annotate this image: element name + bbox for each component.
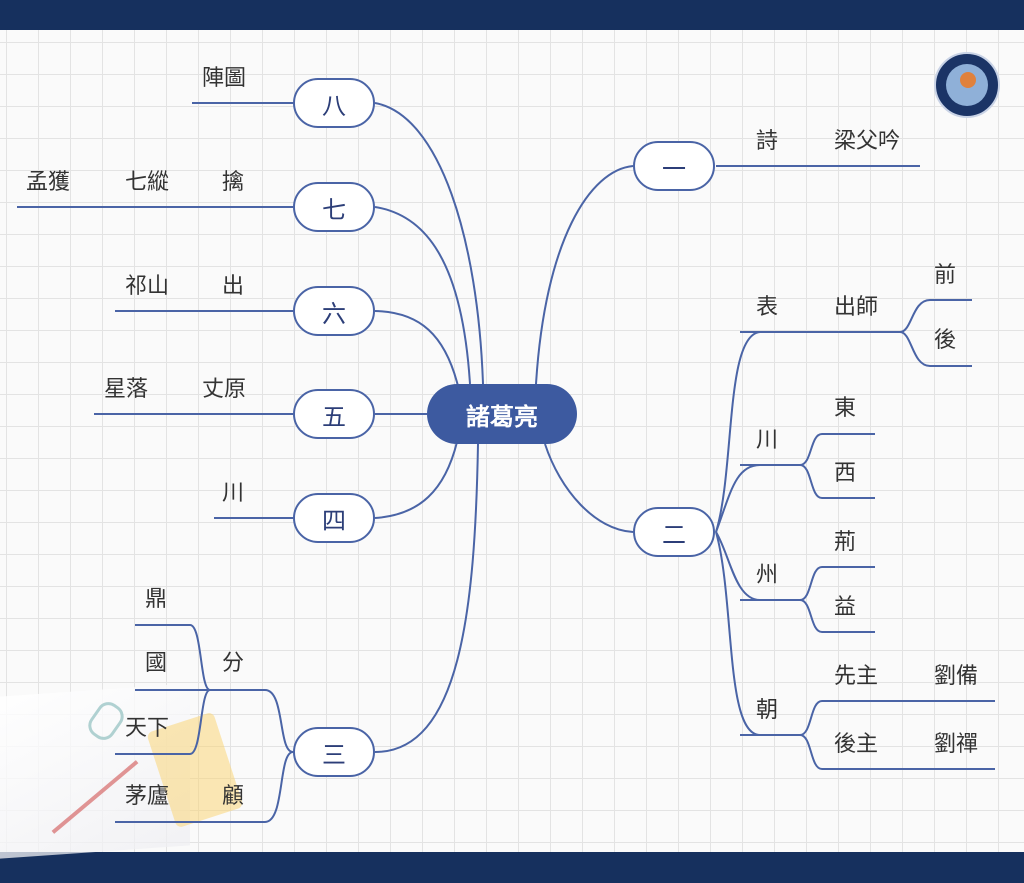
label-second-lord: 後主	[834, 732, 879, 757]
label-liangfuyin: 梁父吟	[834, 129, 901, 154]
node-two: 二	[633, 507, 715, 557]
node-one: 一	[633, 141, 715, 191]
line-east	[799, 433, 875, 466]
branch-zhou	[715, 531, 761, 601]
line-tianxia	[115, 689, 211, 755]
label-zhentu: 陣圖	[202, 66, 247, 91]
connector-seven	[374, 206, 471, 385]
label-poem: 詩	[756, 129, 779, 154]
node-six: 六	[293, 286, 375, 336]
logo-seal	[934, 52, 1000, 118]
label-liu-bei: 劉備	[934, 664, 979, 689]
label-menghuo: 孟獲	[26, 170, 71, 195]
label-tianxia: 天下	[125, 716, 170, 741]
label-east: 東	[834, 396, 857, 421]
label-fen: 分	[222, 651, 245, 676]
node-four: 四	[293, 493, 375, 543]
label-guo: 國	[145, 651, 168, 676]
logo-figure-icon	[960, 72, 976, 88]
branch-biao	[715, 331, 761, 533]
label-chushi: 出師	[834, 295, 879, 320]
label-chu: 出	[222, 274, 245, 299]
label-ding: 鼎	[145, 587, 168, 612]
center-node: 諸葛亮	[427, 384, 577, 444]
node-eight: 八	[293, 78, 375, 128]
node-five: 五	[293, 389, 375, 439]
line-first-lord	[799, 700, 995, 736]
line-yi	[799, 599, 875, 633]
label-xingluo: 星落	[104, 377, 149, 402]
line-front	[899, 299, 972, 333]
label-back: 後	[934, 328, 957, 353]
line-second-lord	[799, 734, 995, 770]
connector-four	[374, 441, 458, 519]
label-zhou: 州	[756, 563, 779, 588]
node-three: 三	[293, 727, 375, 777]
label-first-lord: 先主	[834, 664, 879, 689]
label-chao: 朝	[756, 698, 779, 723]
line-jing	[799, 566, 875, 601]
connector-six	[374, 310, 459, 387]
label-maolu: 茅廬	[125, 784, 170, 809]
line-west	[799, 464, 875, 499]
top-bar	[0, 0, 1024, 30]
label-zhangyuan: 丈原	[202, 377, 247, 402]
line-ding	[135, 624, 211, 691]
label-jing: 荊	[834, 530, 857, 555]
bottom-bar	[0, 852, 1024, 883]
branch-chao	[715, 531, 761, 736]
label-biao: 表	[756, 295, 779, 320]
label-qin: 擒	[222, 170, 245, 195]
label-chuan-region: 川	[756, 428, 779, 453]
branch-fen	[264, 689, 294, 753]
connector-one	[535, 165, 634, 385]
node-seven: 七	[293, 182, 375, 232]
label-qizong: 七縱	[125, 170, 170, 195]
connector-three	[374, 443, 479, 753]
label-yi: 益	[834, 595, 857, 620]
label-chuan-four: 川	[222, 481, 245, 506]
label-front: 前	[934, 263, 957, 288]
connector-eight	[374, 102, 484, 385]
label-gu: 顧	[222, 784, 245, 809]
branch-gu	[264, 751, 294, 823]
line-back	[899, 331, 972, 367]
connector-two	[544, 443, 634, 533]
label-qishan: 祁山	[125, 274, 170, 299]
label-west: 西	[834, 461, 857, 486]
label-liu-shan: 劉禪	[934, 732, 979, 757]
